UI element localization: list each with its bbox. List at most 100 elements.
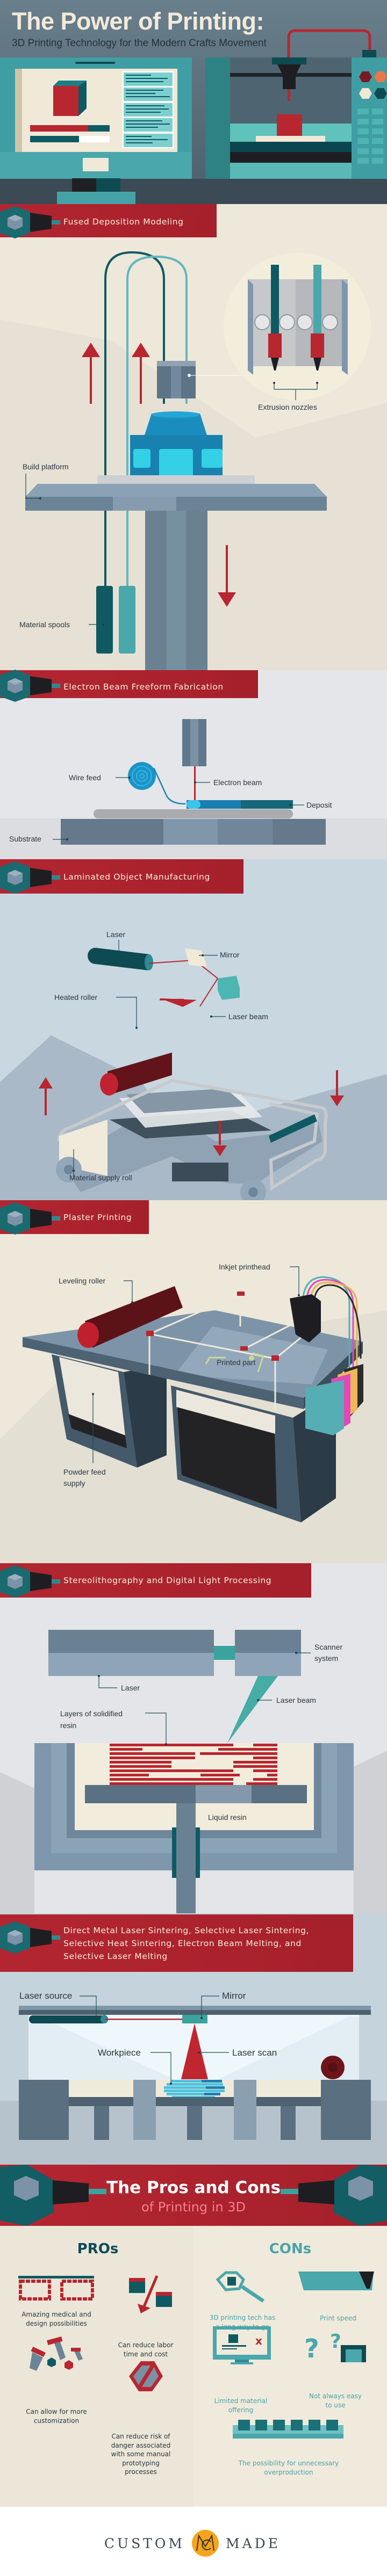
item-text-line: Can allow for more <box>26 2408 87 2415</box>
label-laser-scan: Laser scan <box>232 2048 277 2058</box>
label-leveling-roller: Leveling roller <box>59 1276 105 1285</box>
page-subtitle: 3D Printing Technology for the Modern Cr… <box>12 38 267 49</box>
no-sign-icon <box>129 2361 163 2391</box>
question-marks-icon: ? ? <box>304 2331 366 2364</box>
item-text-line: a long way to go <box>216 2323 269 2331</box>
brand-left: CUSTOM <box>104 2536 185 2551</box>
glasses-icon <box>18 2276 94 2301</box>
label-heated-roller: Heated roller <box>54 993 97 1002</box>
custommade-logo <box>192 2530 219 2557</box>
con-item: Print speed <box>320 2314 356 2322</box>
cons-heading: CONs <box>269 2241 311 2257</box>
label-laser-source: Laser source <box>19 1991 72 2001</box>
section-title: Stereolithography and Digital Light Proc… <box>63 1576 271 1585</box>
label-deposit: Deposit <box>306 801 332 809</box>
monitor-illustration <box>0 57 192 204</box>
svg-text:x: x <box>255 2334 262 2347</box>
pro-item: Amazing medical and design possibilities <box>22 2311 91 2327</box>
con-item: 3D printing tech has a long way to go <box>210 2314 276 2331</box>
item-text-line: customization <box>34 2417 79 2425</box>
label-mirror: Mirror <box>222 1991 246 2001</box>
label-wire-feed: Wire feed <box>69 773 101 782</box>
item-text-line: time and cost <box>124 2350 168 2358</box>
item-text-line: Limited material <box>214 2397 268 2405</box>
section-title: Fused Deposition Modeling <box>63 217 184 227</box>
brand-right: MADE <box>226 2536 281 2551</box>
section-pros-cons: The Pros and Cons of Printing in 3D PROs… <box>0 2165 387 2508</box>
label-material-supply-roll: Material supply roll <box>69 1173 132 1182</box>
section-header: Laminated Object Manufacturing <box>0 859 243 894</box>
label-material-spools: Material spools <box>19 620 70 629</box>
label-layers: Layers of solidified <box>60 1709 123 1718</box>
item-text-line: Can reduce labor <box>118 2341 174 2349</box>
resin-layers <box>110 1744 277 1785</box>
monitor-x-icon: x <box>213 2326 271 2364</box>
label-mirror: Mirror <box>220 950 240 959</box>
svg-text:?: ? <box>330 2331 341 2353</box>
pros-cons-title: The Pros and Cons <box>106 2178 281 2197</box>
footer: CUSTOM MADE <box>0 2507 387 2576</box>
label-scanner-system: system <box>314 1654 338 1663</box>
section-title-line-2: Selective Heat Sintering, Electron Beam … <box>63 1939 302 1948</box>
item-text-line: Not always easy <box>309 2392 362 2400</box>
section-dmls: Direct Metal Laser Sintering, Selective … <box>0 1913 387 2165</box>
section-plaster: Plaster Printing <box>0 1200 387 1563</box>
pros-heading: PROs <box>77 2241 119 2257</box>
label-electron-beam: Electron beam <box>213 778 262 787</box>
label-powder-supply: supply <box>63 1479 85 1487</box>
item-text-line: to use <box>325 2401 345 2409</box>
con-item: Limited material offering <box>214 2397 268 2414</box>
item-text-line: Can reduce risk of <box>111 2433 170 2440</box>
item-text-line: design possibilities <box>26 2320 87 2327</box>
screws-icon <box>30 2336 83 2371</box>
pro-item: Can reduce labor time and cost <box>118 2341 174 2358</box>
label-laser: Laser <box>106 930 125 939</box>
page-title: The Power of Printing: <box>12 8 264 35</box>
item-text-line: The possibility for unnecessary <box>238 2459 339 2467</box>
label-substrate: Substrate <box>9 835 41 843</box>
section-title-line-1: Direct Metal Laser Sintering, Selective … <box>63 1926 309 1935</box>
down-arrow-cubes-icon <box>129 2275 172 2313</box>
section-header: Plaster Printing <box>0 1200 149 1235</box>
section-title: Plaster Printing <box>63 1213 132 1222</box>
item-text-line: processes <box>125 2468 157 2476</box>
section-header: Fused Deposition Modeling <box>0 204 217 238</box>
label-layers-resin: resin <box>60 1721 76 1730</box>
label-laser-beam: Laser beam <box>228 1012 268 1021</box>
label-workpiece: Workpiece <box>98 2048 141 2058</box>
print-head-icon <box>298 2272 374 2290</box>
con-item: Not always easy to use <box>309 2392 362 2409</box>
conveyor-icon <box>233 2420 343 2439</box>
item-text-line: prototyping <box>122 2459 160 2467</box>
section-header: Stereolithography and Digital Light Proc… <box>0 1563 311 1598</box>
item-text-line: Print speed <box>320 2314 356 2322</box>
item-text-line: with some manual <box>111 2450 171 2458</box>
magnifier-icon <box>216 2271 264 2303</box>
printer-illustration <box>205 29 387 179</box>
label-extrusion-nozzles: Extrusion nozzles <box>258 403 317 411</box>
label-liquid-resin: Liquid resin <box>208 1813 247 1822</box>
section-title-line-3: Selective Laser Melting <box>63 1951 168 1961</box>
item-text-line: 3D printing tech has <box>210 2314 276 2321</box>
pros-cons-subtitle: of Printing in 3D <box>141 2200 246 2215</box>
label-scanner: Scanner <box>314 1643 342 1651</box>
section-title: Electron Beam Freeform Fabrication <box>63 682 224 692</box>
label-laser-beam: Laser beam <box>276 1696 316 1704</box>
section-title: Laminated Object Manufacturing <box>63 872 210 882</box>
hero: The Power of Printing: 3D Printing Techn… <box>0 0 387 204</box>
section-header: Electron Beam Freeform Fabrication <box>0 670 258 702</box>
label-printed-part: Printed part <box>217 1358 255 1367</box>
item-text-line: overproduction <box>264 2469 313 2476</box>
label-laser: Laser <box>121 1684 140 1692</box>
section-header: Direct Metal Laser Sintering, Selective … <box>0 1914 353 1972</box>
section-fdm: Fused Deposition Modeling Extrusion nozz… <box>0 204 387 670</box>
item-text-line: Amazing medical and <box>22 2311 91 2318</box>
pro-item: Can allow for more customization <box>26 2408 87 2425</box>
item-text-line: offering <box>228 2406 253 2414</box>
label-build-platform: Build platform <box>23 462 69 471</box>
section-lom: Laminated Object Manufacturing Laser Mi <box>0 859 387 1205</box>
svg-text:?: ? <box>304 2334 319 2364</box>
section-sla: Stereolithography and Digital Light Proc… <box>0 1563 387 1913</box>
label-powder-feed: Powder feed <box>63 1468 106 1476</box>
label-inkjet-printhead: Inkjet printhead <box>219 1262 270 1271</box>
